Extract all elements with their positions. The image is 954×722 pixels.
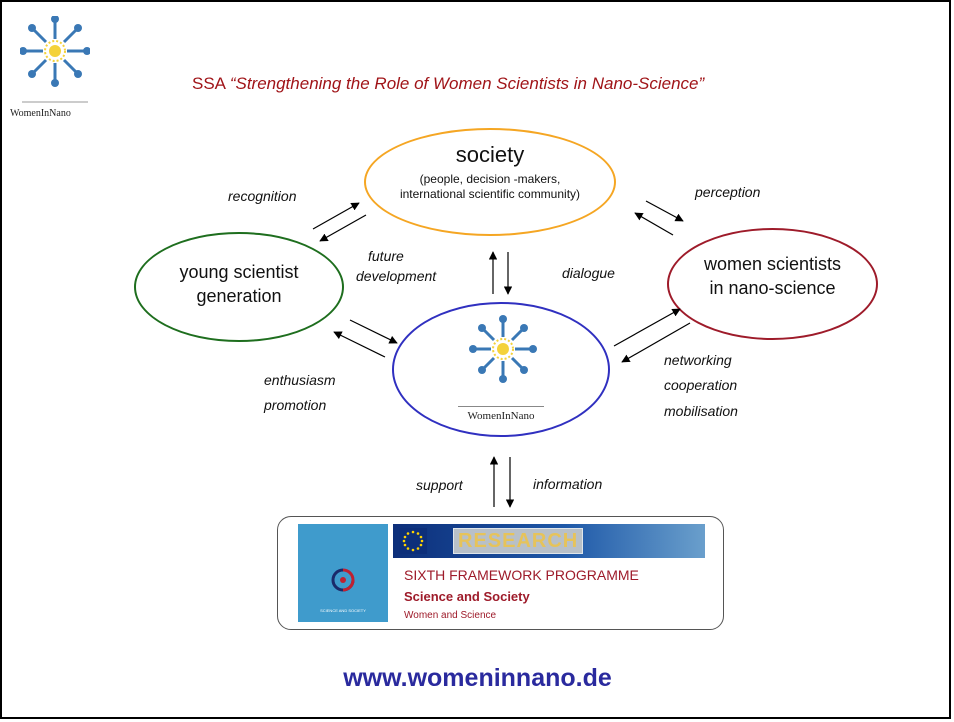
science-society-icon [331, 568, 355, 592]
label-development: development [356, 268, 437, 284]
society-title: society [455, 142, 525, 167]
womeninnano-logo-icon [20, 16, 90, 103]
website-url: www.womeninnano.de [343, 664, 612, 692]
center-logo-text: WomenInNano [467, 410, 535, 422]
framework-programme-box: SCIENCE AND SOCIETY RESEARCH SIXTH FRAME… [277, 516, 724, 630]
women-and-science-text: Women and Science [404, 610, 497, 621]
arrow-women-to-center [621, 322, 691, 363]
women-scientists-line1: women scientists [703, 254, 842, 274]
label-information: information [533, 476, 603, 492]
science-society-caption: SCIENCE AND SOCIETY [320, 608, 366, 613]
womeninnano-center-node: WomenInNano [392, 302, 610, 437]
slide-title: SSA “Strengthening the Role of Women Sci… [192, 74, 704, 94]
young-scientist-line1: young scientist [179, 262, 299, 282]
research-banner-text: RESEARCH [453, 528, 584, 554]
label-cooperation: cooperation [664, 377, 738, 393]
label-promotion: promotion [264, 397, 327, 413]
corner-logo-text: WomenInNano [10, 108, 71, 119]
society-subtitle-2: international scientific community) [399, 187, 581, 201]
label-mobilisation: mobilisation [664, 403, 738, 419]
framework-programme-title: SIXTH FRAMEWORK PROGRAMME [404, 567, 639, 583]
young-scientist-line2: generation [196, 286, 282, 306]
young-scientist-node: young scientist generation [134, 232, 344, 342]
arrow-center-to-young [333, 331, 386, 358]
center-logo-icon [469, 315, 537, 383]
label-enthusiasm: enthusiasm [264, 372, 336, 388]
science-and-society-text: Science and Society [404, 589, 530, 604]
eu-stars-icon [399, 528, 427, 554]
women-scientists-line2: in nano-science [709, 278, 836, 298]
label-support: support [416, 477, 463, 493]
label-networking: networking [664, 352, 732, 368]
title-quote: “Strengthening the Role of Women Scienti… [229, 74, 705, 93]
arrow-young-to-society [312, 202, 360, 230]
arrow-society-to-women [645, 200, 684, 222]
society-subtitle-1: (people, decision -makers, [419, 172, 561, 186]
arrow-young-to-center [349, 319, 398, 344]
arrow-center-to-women [613, 308, 681, 347]
society-node: society (people, decision -makers, inter… [364, 128, 616, 236]
label-perception: perception [695, 184, 761, 200]
arrow-society-to-young [319, 214, 367, 242]
label-dialogue: dialogue [562, 265, 615, 281]
title-prefix: SSA [192, 74, 230, 93]
research-banner: RESEARCH [393, 524, 705, 558]
label-recognition: recognition [228, 188, 297, 204]
women-scientists-node: women scientists in nano-science [667, 228, 878, 340]
science-society-logo: SCIENCE AND SOCIETY [298, 524, 388, 622]
arrow-women-to-society [634, 212, 674, 236]
label-future: future [368, 248, 404, 264]
